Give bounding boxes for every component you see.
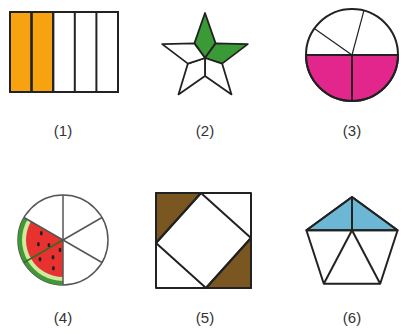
figure-number: (3): [343, 122, 361, 140]
rectangle-outline: [10, 12, 118, 92]
star-shape: [162, 13, 248, 94]
divider-line: [63, 218, 102, 241]
shaded-strip: [10, 12, 32, 92]
seed: [48, 243, 51, 247]
divider-line: [62, 195, 64, 240]
shaded-strip: [32, 12, 54, 92]
divider-line: [352, 11, 364, 55]
divider-line: [31, 12, 33, 92]
divider-line: [63, 240, 102, 263]
seed: [39, 257, 42, 261]
divider-lines: [24, 195, 102, 285]
seed: [40, 231, 43, 235]
kite: [162, 43, 205, 63]
inner-square: [156, 193, 251, 288]
divider-line: [24, 240, 63, 263]
figure-number: (2): [196, 122, 214, 140]
seed: [59, 248, 62, 252]
divider-line: [351, 197, 353, 230]
watermelon-rind: [18, 218, 63, 286]
divider-line: [62, 240, 64, 285]
circle-outline: [306, 9, 398, 101]
pentagon-shape: [306, 197, 397, 284]
divider-line: [95, 12, 97, 92]
seed: [52, 266, 55, 270]
strip-rectangle: [10, 12, 118, 92]
divider-line: [52, 12, 54, 92]
figure-number: (6): [343, 309, 361, 327]
square-outline: [156, 193, 251, 288]
watermelon-circle: [18, 195, 108, 285]
split-circle: [306, 9, 398, 101]
shaded-half: [306, 55, 398, 101]
tilted-square: [156, 193, 251, 288]
divider-line: [351, 55, 353, 101]
figure-number: (1): [54, 122, 72, 140]
seed: [37, 242, 40, 246]
circle-outline: [18, 195, 108, 285]
divider-line: [74, 12, 76, 92]
divider-line: [352, 230, 380, 284]
divider-line: [24, 218, 63, 241]
divider-line: [314, 29, 352, 55]
figure-number: (5): [196, 309, 214, 327]
shaded-triangle: [306, 197, 397, 230]
kite: [179, 58, 206, 94]
divider-line: [324, 230, 352, 284]
kite: [205, 58, 232, 94]
seed: [52, 255, 55, 259]
figure-number: (4): [54, 309, 72, 327]
pentagon-outline: [306, 197, 397, 284]
